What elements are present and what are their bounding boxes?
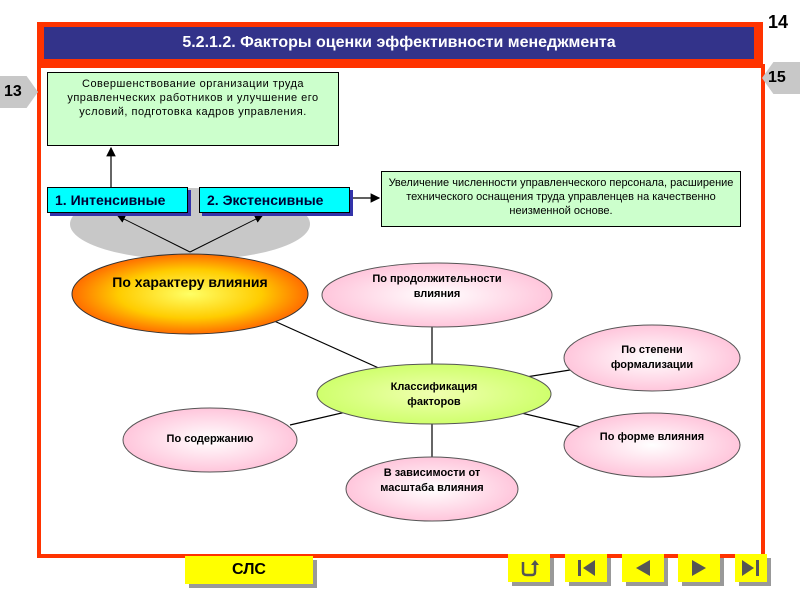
label-content[interactable]: По содержанию	[166, 433, 254, 445]
ellipse-center	[316, 363, 552, 425]
prev-slide-label: 13	[4, 83, 22, 100]
ellipse-form	[563, 412, 741, 478]
label-center[interactable]: Классификация факторов	[390, 381, 478, 408]
last-slide-button[interactable]	[735, 554, 767, 582]
label-duration[interactable]: По продолжительности влияния	[372, 273, 502, 300]
ellipse-content	[122, 407, 298, 473]
label-form[interactable]: По форме влияния	[599, 431, 705, 443]
ellipse-duration	[321, 262, 553, 328]
connector-to-intensive	[117, 215, 191, 253]
first-slide-button[interactable]	[565, 554, 607, 582]
next-slide-icon	[692, 560, 706, 576]
page-number: 14	[768, 12, 789, 32]
last-slide-icon	[742, 560, 759, 576]
return-button[interactable]	[508, 554, 550, 582]
connector-to-extensive	[189, 215, 263, 253]
label-formalization[interactable]: По степени формализации	[610, 344, 694, 371]
ellipse-scale	[345, 456, 519, 522]
label-character[interactable]: По характеру влияния	[112, 274, 268, 290]
extensive-description-box: Увеличение численности управленческого п…	[381, 171, 741, 227]
label-scale[interactable]: В зависимости от масштаба влияния	[380, 467, 484, 494]
next-slide-button[interactable]	[678, 554, 720, 582]
return-icon	[521, 560, 539, 577]
next-slide-arrow[interactable]: 15	[762, 62, 800, 94]
next-slide-label: 15	[768, 69, 786, 86]
prev-slide-icon	[636, 560, 650, 576]
slc-button[interactable]: СЛС	[185, 556, 313, 584]
ellipse-formalization	[563, 324, 741, 392]
ellipse-character	[71, 253, 309, 335]
intensive-description-box: Совершенствование организации труда упра…	[47, 72, 339, 146]
extensive-factors-button[interactable]: 2. Экстенсивные	[199, 187, 350, 213]
first-slide-icon	[578, 560, 595, 576]
slide-title: 5.2.1.2. Факторы оценки эффективности ме…	[44, 27, 754, 59]
intensive-factors-button[interactable]: 1. Интенсивные	[47, 187, 188, 213]
prev-slide-button[interactable]	[622, 554, 664, 582]
